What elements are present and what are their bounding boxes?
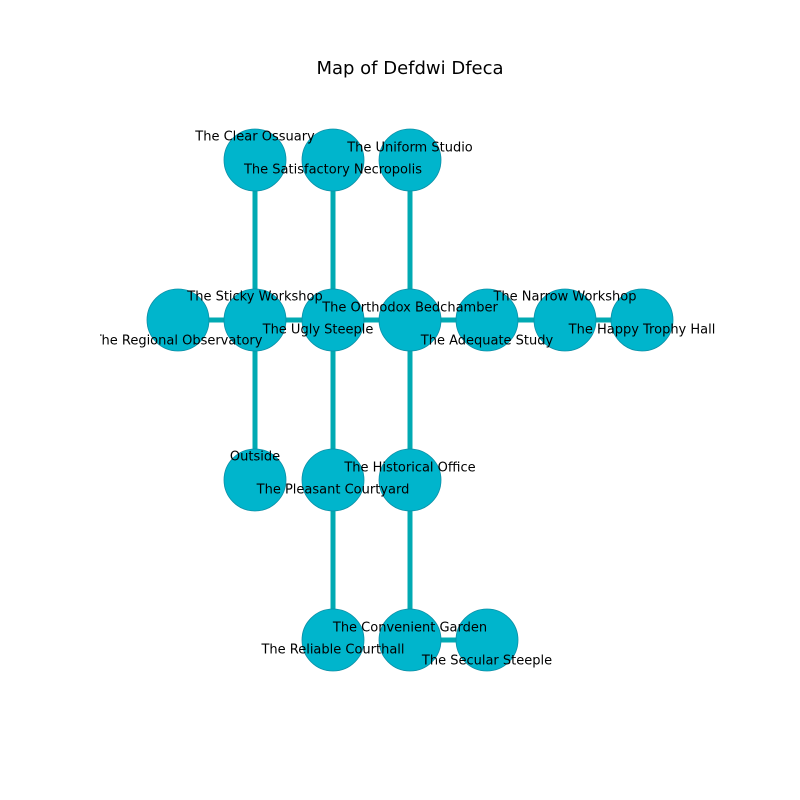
diagram-title: Map of Defdwi Dfeca [316,58,503,79]
node-label-ugly-steeple: The Ugly Steeple [262,323,374,338]
node-convenient-garden[interactable] [378,608,442,672]
node-ugly-steeple[interactable] [301,288,365,352]
node-satisfactory-necropolis[interactable] [301,128,365,192]
edges-layer [178,160,642,643]
node-label-sticky-workshop: The Sticky Workshop [186,290,322,305]
node-outside[interactable] [223,448,287,512]
node-narrow-workshop[interactable] [533,288,597,352]
node-uniform-studio[interactable] [378,128,442,192]
node-label-orthodox-bedchamber: The Orthodox Bedchamber [321,301,498,316]
node-regional-observatory[interactable] [146,288,210,352]
node-label-clear-ossuary: The Clear Ossuary [194,130,315,145]
node-historical-office[interactable] [378,448,442,512]
node-label-satisfactory-necropolis: The Satisfactory Necropolis [243,163,422,178]
node-secular-steeple[interactable] [455,608,519,672]
nodes-layer [146,128,674,672]
node-label-narrow-workshop: The Narrow Workshop [492,290,636,305]
node-label-pleasant-courtyard: The Pleasant Courtyard [256,483,410,498]
node-label-regional-observatory: The Regional Observatory [93,334,263,349]
node-label-convenient-garden: The Convenient Garden [332,621,487,636]
node-orthodox-bedchamber[interactable] [378,288,442,352]
node-label-adequate-study: The Adequate Study [420,334,554,349]
node-adequate-study[interactable] [455,288,519,352]
node-happy-trophy-hall[interactable] [610,288,674,352]
node-pleasant-courtyard[interactable] [301,448,365,512]
node-label-reliable-courthall: The Reliable Courthall [260,643,404,658]
node-label-outside: Outside [230,450,280,465]
node-label-secular-steeple: The Secular Steeple [421,654,552,669]
node-label-uniform-studio: The Uniform Studio [346,141,473,156]
node-reliable-courthall[interactable] [301,608,365,672]
node-clear-ossuary[interactable] [223,128,287,192]
node-label-happy-trophy-hall: The Happy Trophy Hall [568,323,716,338]
node-label-historical-office: The Historical Office [343,461,475,476]
node-sticky-workshop[interactable] [223,288,287,352]
